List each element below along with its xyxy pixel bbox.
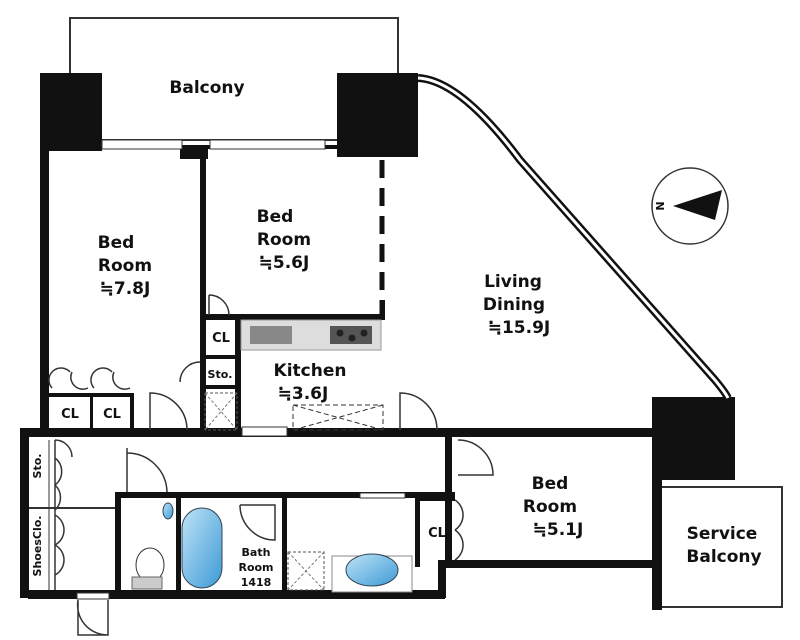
bed3-label-2: Room — [523, 497, 577, 517]
compass-north-label: N — [654, 201, 667, 210]
pillar — [40, 73, 102, 151]
living-area: ≒15.9J — [488, 318, 551, 338]
window — [359, 492, 406, 499]
bed1-label-2: Room — [98, 256, 152, 276]
entrance-door — [76, 592, 110, 600]
bathtub-icon — [181, 507, 223, 589]
fridge-space — [204, 392, 238, 431]
living-label-2: Dining — [483, 295, 545, 315]
pillar — [652, 397, 735, 480]
service-balcony-label-2: Balcony — [686, 547, 761, 567]
bed3-label-1: Bed — [532, 474, 569, 494]
bath-label-3: 1418 — [241, 576, 272, 589]
window — [101, 139, 183, 150]
bed1-label-1: Bed — [98, 233, 135, 253]
bath-label-2: Room — [238, 561, 273, 574]
cl-bed1-a: CL — [61, 407, 79, 422]
window — [241, 426, 288, 437]
living-label-1: Living — [484, 272, 542, 292]
service-balcony-label-1: Service — [687, 524, 758, 544]
kitchen-counter — [240, 319, 382, 351]
cl-bed1-b: CL — [103, 407, 121, 422]
cl-bed3: CL — [428, 526, 446, 541]
balcony-label: Balcony — [169, 78, 244, 98]
sto-entry: Sto. — [31, 454, 44, 479]
bath-label-1: Bath — [242, 546, 271, 559]
kitchen-label: Kitchen — [274, 361, 347, 381]
storage-space — [292, 404, 384, 431]
cl-kitchen: CL — [212, 331, 230, 346]
compass-icon: N — [651, 167, 729, 245]
doors — [48, 294, 494, 636]
sto-kitchen: Sto. — [208, 368, 233, 381]
washbasin-icon — [345, 553, 399, 587]
window — [209, 139, 326, 150]
pillar — [337, 73, 418, 157]
bed3-area: ≒5.1J — [533, 520, 584, 540]
washer-space — [287, 551, 325, 591]
service-balcony — [662, 486, 783, 608]
shoes-closet: ShoesClo. — [31, 516, 44, 577]
bed2-label-1: Bed — [257, 207, 294, 227]
bed2-area: ≒5.6J — [259, 253, 310, 273]
kitchen-area: ≒3.6J — [278, 384, 329, 404]
hand-basin-icon — [162, 502, 174, 520]
bed2-label-2: Room — [257, 230, 311, 250]
bed1-area: ≒7.8J — [100, 279, 151, 299]
